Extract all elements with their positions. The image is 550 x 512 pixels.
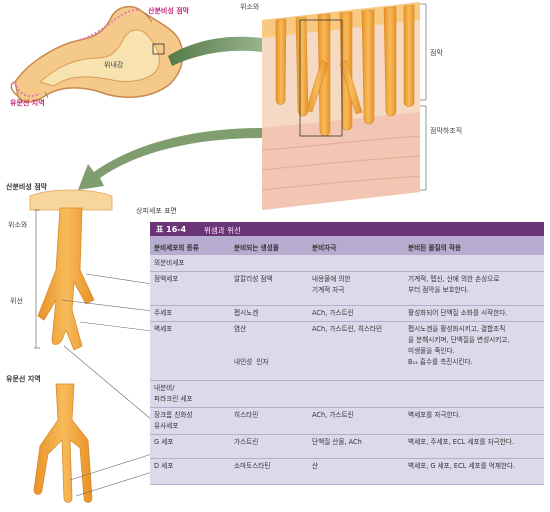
table-row: 주세포 펩시노겐 ACh, 가스트린 활성화되어 단백질 소화를 시작한다.	[150, 305, 544, 322]
table-row: 장크롬 친화성 유사세포 히스타민 ACh, 가스트린 벽세포를 자극한다.	[150, 407, 544, 435]
cell-action: 기계적, 펩신, 산에 의한 손상으로 부터 점막을 보호한다.	[408, 275, 500, 294]
table-row: 외분비세포	[150, 255, 544, 272]
header-cell-action: 분비된 물질의 작용	[408, 244, 462, 252]
cell-stimulus: 내용물에 의한 기계적 자극	[312, 275, 351, 294]
cell-type: G 세포	[154, 438, 174, 446]
cell-type: 장크롬 친화성 유사세포	[154, 411, 193, 430]
label-mucosa: 점막	[430, 49, 443, 57]
cell-type: D 세포	[154, 462, 174, 470]
label-detail-pyloric: 유문선 지역	[6, 375, 41, 383]
cell-product: 펩시노겐	[234, 309, 259, 317]
cell-stimulus: ACh, 가스트린	[312, 411, 354, 419]
header-cell-product: 분비되는 생성물	[234, 244, 279, 252]
oxyntic-gland-detail	[29, 189, 113, 351]
zoom-arrow-top	[168, 30, 282, 66]
cell-product: 알칼리성 점액	[234, 275, 273, 283]
pyloric-gland-detail	[33, 383, 93, 503]
cell-type: 벽세포	[154, 325, 173, 333]
table-row: 점액세포 알칼리성 점액 내용물에 의한 기계적 자극 기계적, 펩신, 산에 의한 …	[150, 271, 544, 306]
cell-product: 가스트린	[234, 438, 259, 446]
leader-lines	[61, 273, 153, 497]
cell-stimulus: 단백질 산물, ACh	[312, 438, 362, 446]
label-oxyntic-mucosa: 산분비성 점막	[148, 7, 190, 15]
table-row: 내분비/ 파라크린 세포	[150, 380, 544, 408]
zoom-arrow-bottom	[78, 128, 262, 190]
label-detail-gland: 위선	[10, 297, 23, 305]
cell-type: 점액세포	[154, 275, 179, 283]
table-row: 벽세포 염산 내인성 인자 ACh, 가스트린, 히스타민 펩시노겐을 활성화시키고,…	[150, 321, 544, 381]
label-pyloric-region: 유문선 지역	[10, 99, 45, 107]
cell-action: 벽세포, 주세포, ECL 세포를 자극한다.	[408, 438, 514, 446]
label-detail-pit: 위소와	[8, 221, 28, 229]
cell-product: 소마토스타틴	[234, 462, 271, 470]
cell-type: 내분비/ 파라크린 세포	[154, 384, 193, 403]
label-stomach: 위내강	[104, 61, 124, 69]
table-row: D 세포 소마토스타틴 산 벽세포, G 세포, ECL 세포를 억제한다.	[150, 458, 544, 485]
cell-product: 히스타민	[234, 411, 259, 419]
table-title: 위샘과 위선	[204, 226, 241, 235]
table-row: G 세포 가스트린 단백질 산물, ACh 벽세포, 주세포, ECL 세포를 자극한…	[150, 434, 544, 459]
stomach-drawing	[10, 5, 184, 103]
header-cell-stimulus: 분비자극	[312, 244, 337, 252]
table-number: 표 16-4	[156, 225, 187, 234]
secretion-table: 표 16-4 위샘과 위선 분비세포의 종류 분비되는 생성물 분비자극 분비된…	[150, 222, 544, 485]
label-detail-oxyntic: 산분비성 점막	[6, 183, 48, 191]
header-cell-type: 분비세포의 종류	[154, 244, 199, 252]
cell-action: 펩시노겐을 활성화시키고, 결합조직 을 분해시키며, 단백질을 변성시키고, …	[408, 325, 510, 366]
cell-stimulus: ACh, 가스트린, 히스타민	[312, 325, 383, 333]
cell-stimulus: ACh, 가스트린	[312, 309, 354, 317]
cell-type: 외분비세포	[154, 259, 185, 267]
table-header: 분비세포의 종류 분비되는 생성물 분비자극 분비된 물질의 작용	[150, 236, 544, 255]
cell-action: 활성화되어 단백질 소화를 시작한다.	[408, 309, 508, 317]
label-submucosa: 점막하조직	[430, 127, 463, 135]
cell-stimulus: 산	[312, 462, 319, 470]
label-gastric-pit: 위소와	[240, 3, 260, 11]
cell-type: 주세포	[154, 309, 173, 317]
label-surface-epithelial: 상피세포 표면	[136, 207, 177, 215]
cell-action: 벽세포, G 세포, ECL 세포를 억제한다.	[408, 462, 516, 470]
cell-action: 벽세포를 자극한다.	[408, 411, 461, 419]
cell-product: 염산 내인성 인자	[234, 325, 269, 366]
table-title-bar: 표 16-4 위샘과 위선	[150, 222, 544, 236]
mucosa-block	[261, 2, 427, 210]
